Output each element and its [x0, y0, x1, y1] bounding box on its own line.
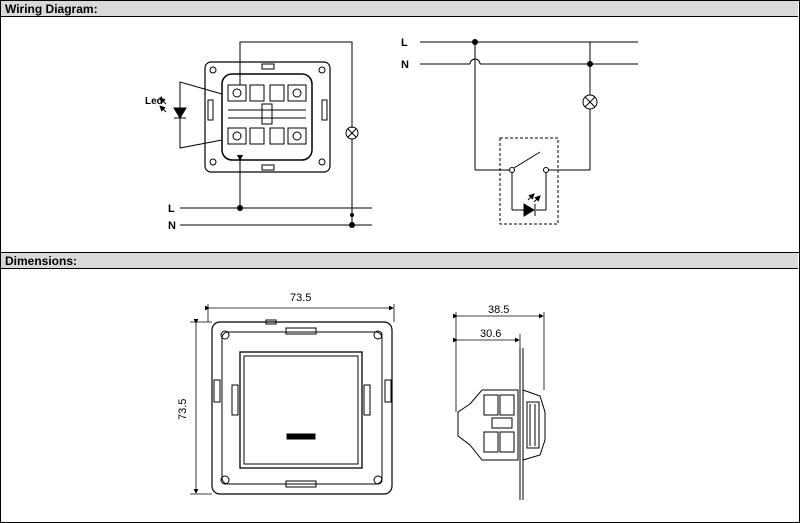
dimensions-header: Dimensions: — [1, 253, 798, 269]
left-wires — [179, 41, 372, 226]
height-dimension — [190, 319, 212, 495]
depth-dimension-total — [453, 312, 545, 412]
depth-dimension-body — [453, 334, 521, 348]
wiring-diagram-header: Wiring Diagram: — [1, 1, 798, 17]
side-depth-total-label: 38.5 — [488, 304, 509, 316]
junction-dot — [472, 39, 478, 45]
front-view — [211, 319, 393, 495]
line-label: L — [168, 203, 175, 215]
schematic-line-label: L — [401, 37, 408, 49]
led-label: Led — [145, 96, 163, 107]
junction-dot — [349, 222, 355, 228]
section-divider — [0, 252, 800, 253]
schematic-neutral-label: N — [401, 59, 409, 71]
side-depth-body-label: 30.6 — [480, 328, 501, 340]
switch-mechanism-wiring — [204, 61, 331, 173]
junction-dot — [237, 205, 243, 211]
schematic-diagram — [420, 41, 638, 225]
neutral-label: N — [168, 220, 176, 232]
led-diode-icon — [159, 97, 187, 119]
front-height-label: 73.5 — [177, 399, 189, 420]
side-view — [457, 348, 546, 500]
front-width-label: 73.5 — [290, 292, 311, 304]
width-dimension — [205, 304, 395, 322]
junction-dot — [587, 61, 593, 67]
junction-dot — [350, 213, 354, 217]
